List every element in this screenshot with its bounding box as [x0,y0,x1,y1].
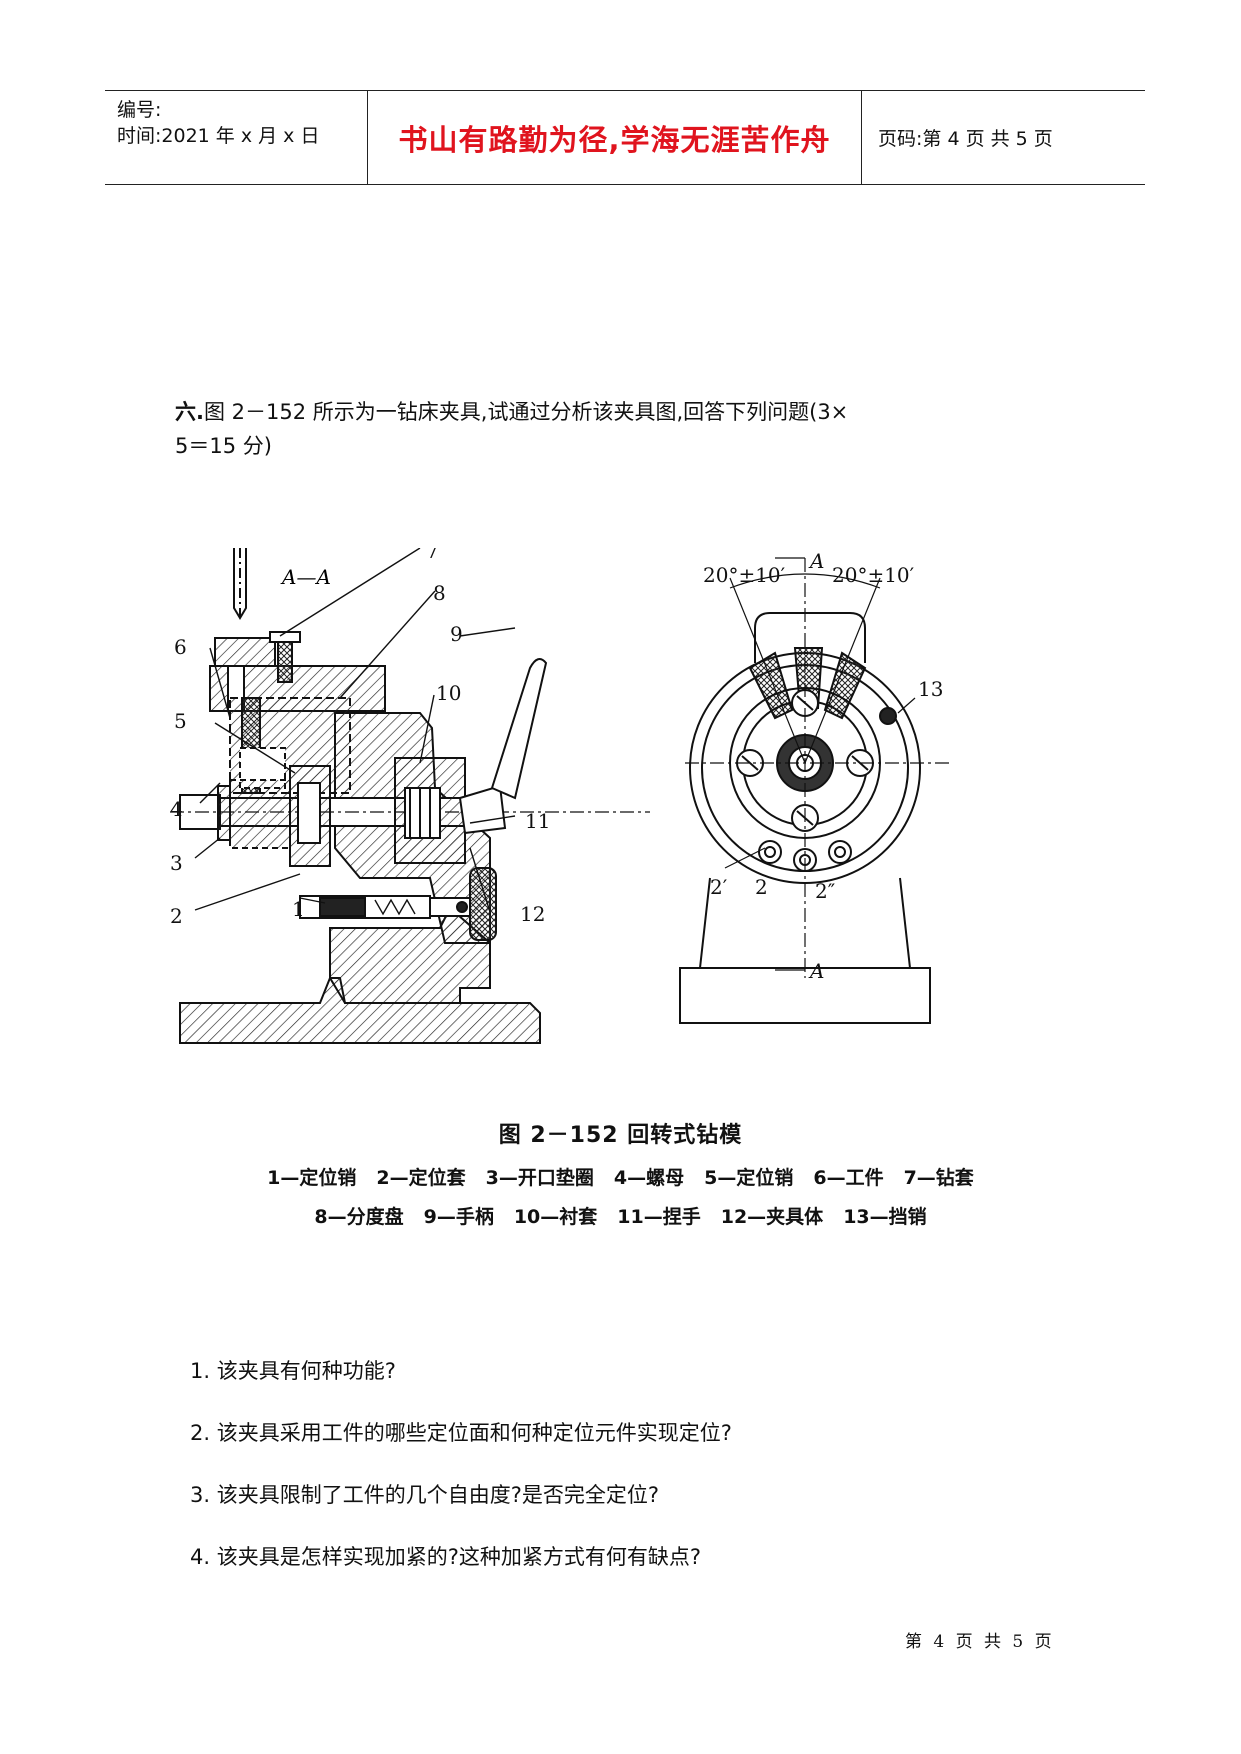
section-arrow-bottom: A [808,959,824,983]
sub-question: 4. 该夹具是怎样实现加紧的?这种加紧方式有何有缺点? [190,1545,702,1569]
end-view-centerlines [685,557,950,978]
legend-item: 6—工件 [813,1167,884,1189]
callout-8: 8 [433,581,446,605]
serial-label: 编号: [117,99,162,121]
pin-label-2: 2 [755,875,768,899]
callout-11: 11 [525,809,550,833]
section-label: A—A [280,565,331,589]
legend-item: 10—衬套 [513,1206,598,1228]
leader-lines [194,548,516,913]
header-motto-cell: 书山有路勤为径,学海无涯苦作舟 [367,91,862,184]
legend-item: 2—定位套 [376,1167,466,1189]
section-view [170,548,650,1044]
legend-item: 13—挡销 [843,1206,927,1228]
callout-4: 4 [170,797,183,821]
sub-question-list: 1. 该夹具有何种功能? 2. 该夹具采用工件的哪些定位面和何种定位元件实现定位… [190,1355,732,1603]
callout-6: 6 [174,635,187,659]
legend-item: 9—手柄 [423,1206,494,1228]
sub-question: 2. 该夹具采用工件的哪些定位面和何种定位元件实现定位? [190,1421,732,1445]
legend-item: 7—钻套 [903,1167,974,1189]
header-page-cell: 页码:第 4 页 共 5 页 [862,91,1145,184]
callout-5: 5 [174,709,187,733]
callout-9: 9 [450,622,463,646]
callout-1: 1 [292,897,305,921]
question-intro: 六.图 2－152 所示为一钻床夹具,试通过分析该夹具图,回答下列问题(3× 5… [175,395,1075,463]
angle-left-label: 20°±10′ [703,563,786,587]
figure-legend-row2: 8—分度盘 9—手柄 10—衬套 11—捏手 12—夹具体 13—挡销 [0,1202,1241,1229]
section-arrow-top: A [808,549,824,573]
sub-question: 3. 该夹具限制了工件的几个自由度?是否完全定位? [190,1483,660,1507]
callout-7: 7 [426,548,439,563]
question-number: 六. [175,400,204,424]
sub-question: 1. 该夹具有何种功能? [190,1359,396,1383]
header-meta: 编号: 时间:2021 年 x 月 x 日 [105,91,367,184]
pin-label-2-prime: 2′ [710,875,728,899]
legend-item: 8—分度盘 [314,1206,404,1228]
legend-item: 3—开口垫圈 [485,1167,594,1189]
end-view-labels: 20°±10′ 20°±10′ A A 13 2′ 2 2″ [703,549,943,983]
page-header: 编号: 时间:2021 年 x 月 x 日 书山有路勤为径,学海无涯苦作舟 页码… [105,90,1145,185]
page-footer: 第 4 页 共 5 页 [905,1632,1052,1652]
callout-3: 3 [170,851,183,875]
legend-item: 4—螺母 [613,1167,685,1189]
legend-item: 11—捏手 [617,1206,701,1228]
pin-label-2-double-prime: 2″ [815,879,835,903]
motto: 书山有路勤为径,学海无涯苦作舟 [398,122,831,157]
drill-jig-figure: A—A 7 8 9 6 5 10 4 3 2 1 11 12 [170,548,950,1044]
figure-legend-row1: 1—定位销 2—定位套 3—开口垫圈 4—螺母 5—定位销 6—工件 7—钻套 [0,1163,1241,1190]
callout-2: 2 [170,904,183,928]
page-label: 页码:第 4 页 共 5 页 [878,128,1053,150]
legend-item: 5—定位销 [704,1167,794,1189]
callout-12: 12 [520,902,545,926]
question-text-line2: 5＝15 分) [175,434,272,458]
time-label: 时间:2021 年 x 月 x 日 [117,125,320,147]
legend-item: 1—定位销 [267,1167,357,1189]
callout-10: 10 [436,681,461,705]
callout-13: 13 [918,677,943,701]
angle-right-label: 20°±10′ [832,563,915,587]
figure-caption: 图 2－152 回转式钻模 [498,1123,743,1148]
question-text-line1: 图 2－152 所示为一钻床夹具,试通过分析该夹具图,回答下列问题(3× [203,400,849,424]
callout-labels: 7 8 9 6 5 10 4 3 2 1 11 12 [170,548,550,928]
legend-item: 12—夹具体 [720,1206,824,1228]
